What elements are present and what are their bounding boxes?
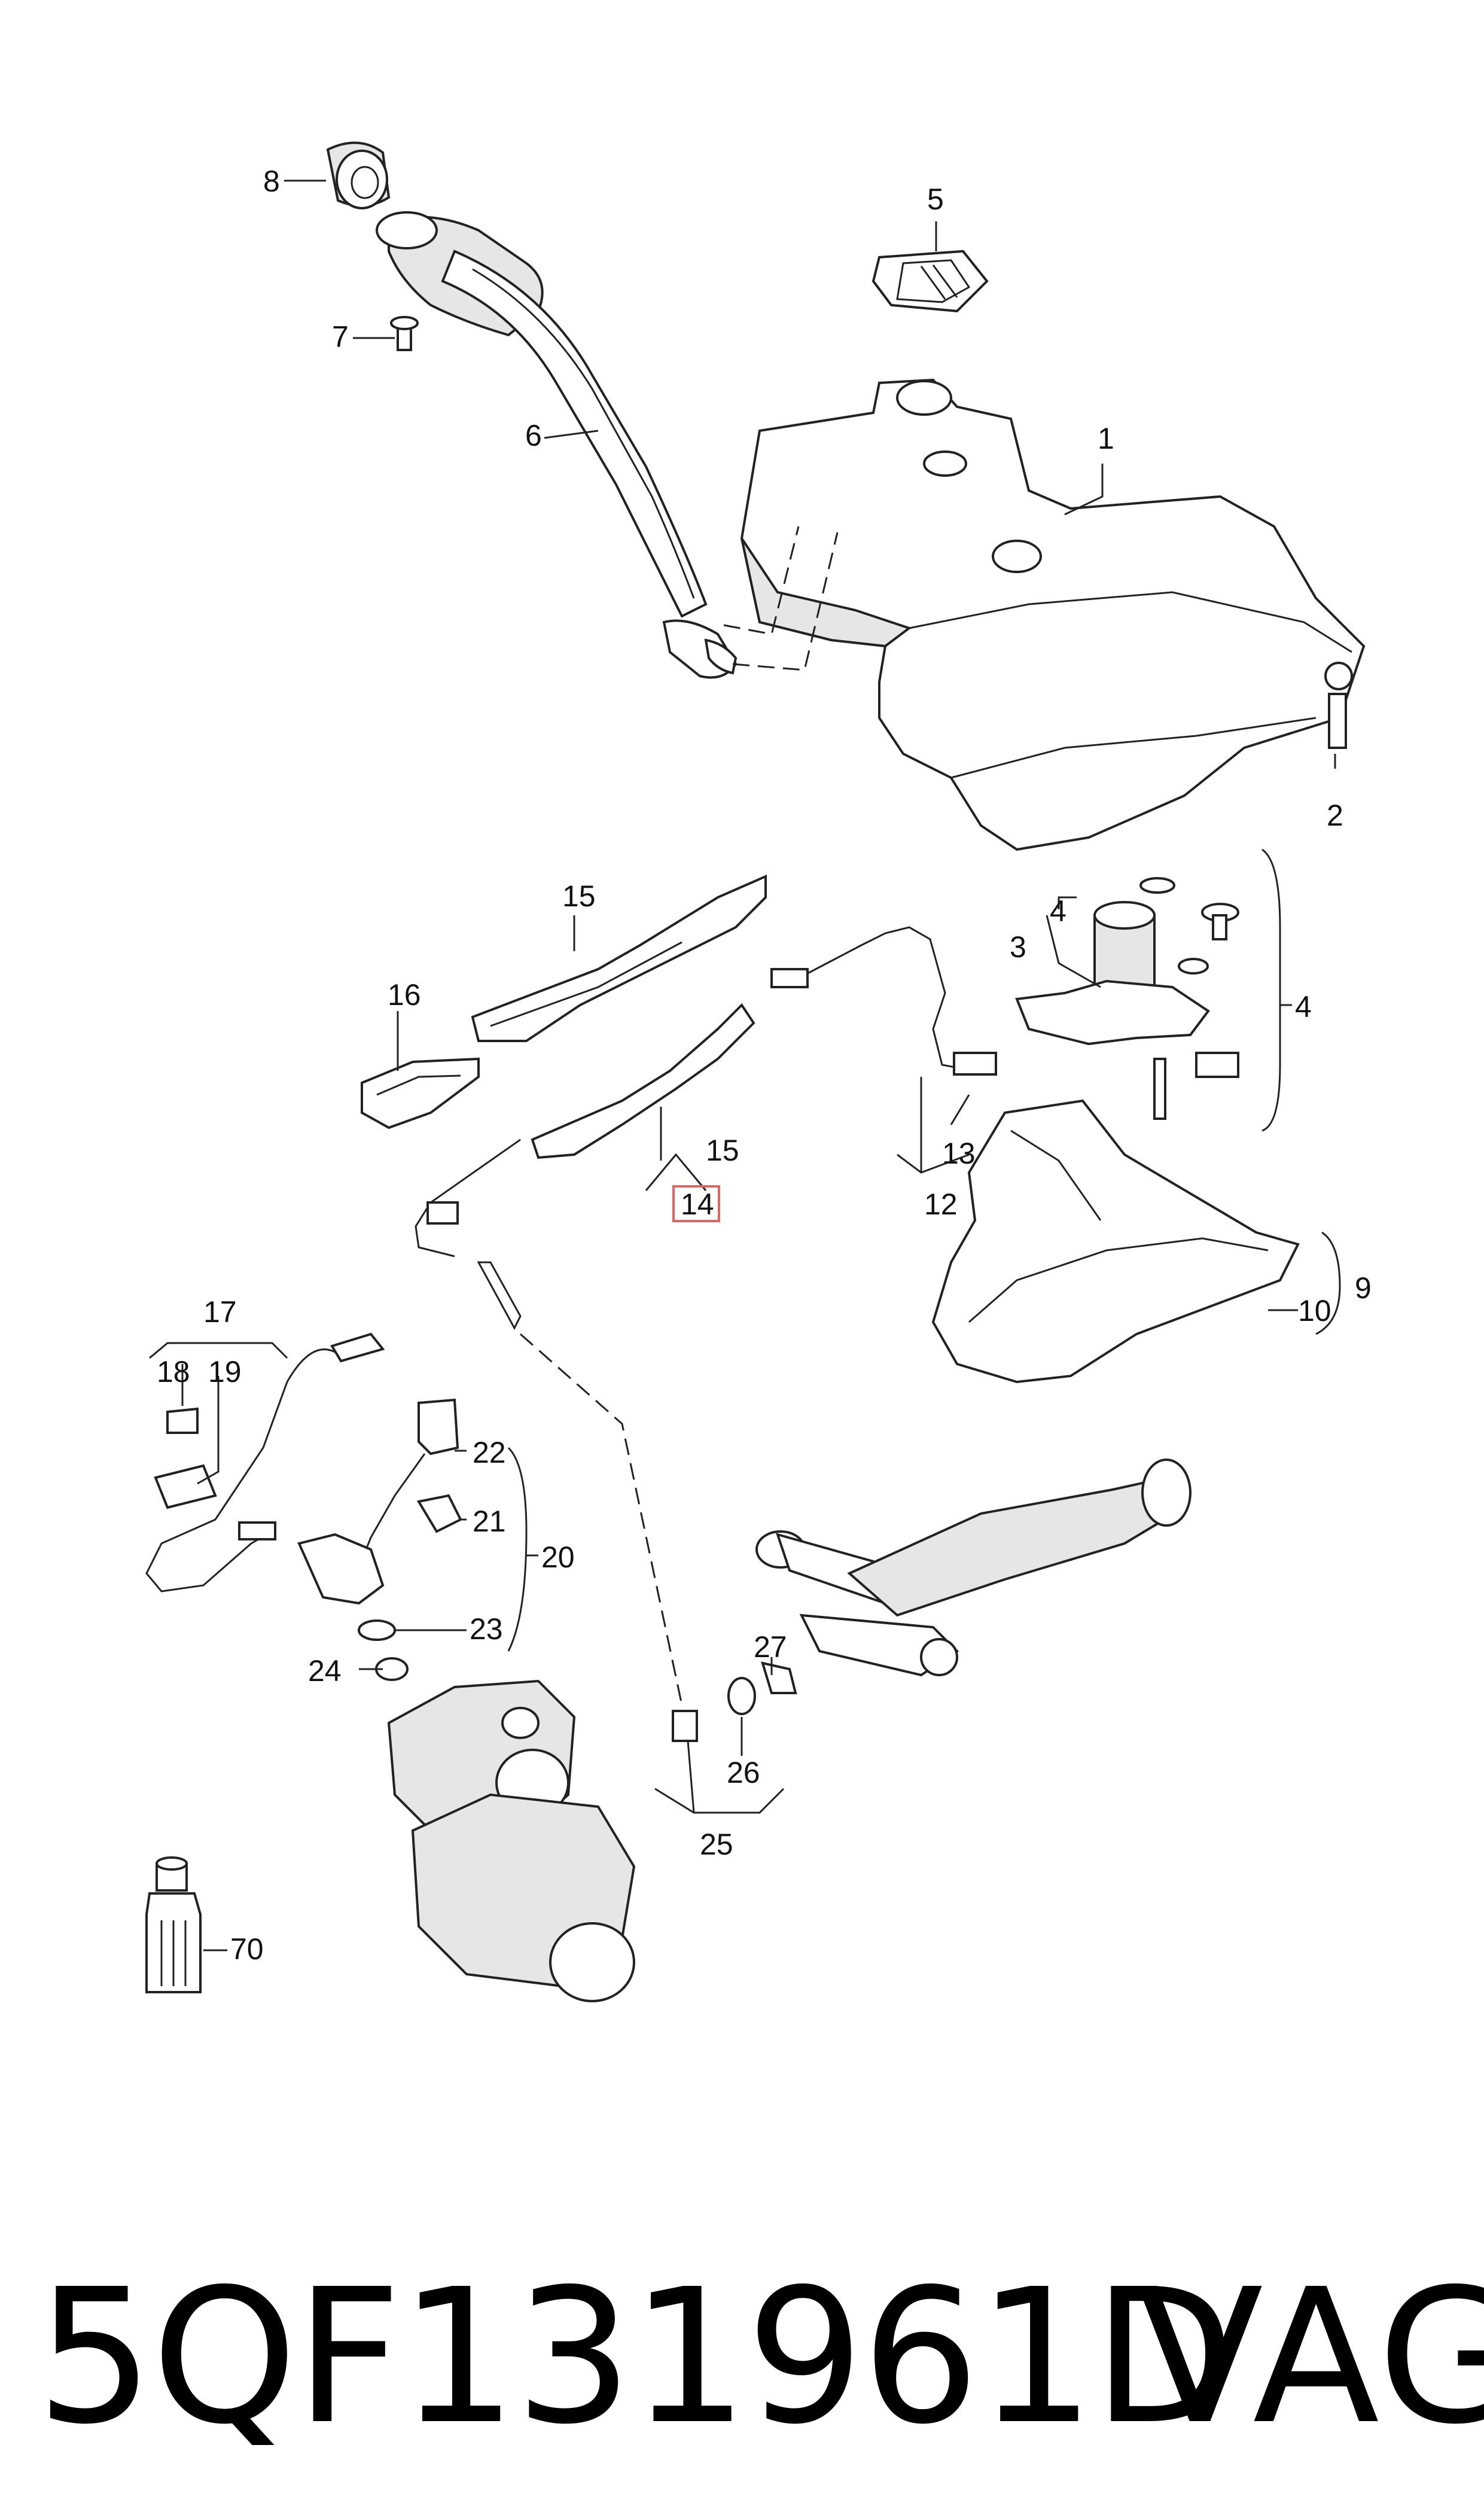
part-number: 5QF131961D bbox=[36, 2249, 1236, 2465]
filler-cap bbox=[326, 141, 391, 209]
injector-25 bbox=[520, 1333, 797, 1742]
callout-24: 24 bbox=[308, 1654, 342, 1688]
callout-23: 23 bbox=[470, 1612, 503, 1646]
adblue-tank bbox=[740, 378, 1366, 851]
callout-15a: 15 bbox=[562, 879, 596, 913]
callout-16: 16 bbox=[388, 978, 421, 1012]
callout-1: 1 bbox=[1098, 422, 1114, 455]
callout-6: 6 bbox=[525, 419, 542, 452]
nox-sensor bbox=[297, 1398, 462, 1681]
heat-shield-lower bbox=[531, 1003, 755, 1159]
callout-2: 2 bbox=[1327, 799, 1343, 832]
callout-4a: 4 bbox=[1050, 894, 1066, 928]
exhaust-pipe bbox=[755, 1459, 1192, 1677]
callout-15b: 15 bbox=[706, 1134, 739, 1167]
filler-neck-pipe bbox=[376, 211, 738, 679]
callout-27: 27 bbox=[754, 1630, 787, 1664]
assembly-line-2 bbox=[732, 532, 839, 671]
caption: 5QF131961D VAG bbox=[0, 2249, 1484, 2489]
heat-shield-upper bbox=[471, 874, 767, 1042]
callout-14: 14 bbox=[681, 1188, 714, 1221]
callout-22: 22 bbox=[473, 1436, 506, 1469]
callout-3: 3 bbox=[1010, 930, 1026, 964]
callout-18: 18 bbox=[157, 1355, 190, 1389]
leader-lines bbox=[149, 179, 1341, 1951]
callout-21: 21 bbox=[473, 1505, 506, 1538]
callout-12: 12 bbox=[924, 1188, 958, 1221]
callout-70: 70 bbox=[230, 1932, 264, 1966]
callout-17: 17 bbox=[203, 1295, 237, 1329]
brand-name: VAG bbox=[1136, 2249, 1484, 2465]
tank-tray bbox=[931, 1099, 1300, 1384]
callout-19: 19 bbox=[208, 1355, 242, 1389]
catalytic-converter bbox=[387, 1679, 636, 2002]
callout-26: 26 bbox=[727, 1756, 760, 1789]
screw-7 bbox=[390, 316, 419, 351]
callout-25: 25 bbox=[700, 1828, 733, 1861]
callout-9: 9 bbox=[1355, 1271, 1372, 1305]
callout-labels: 1 2 3 4 4 5 6 7 8 9 10 12 13 14 15 15 16… bbox=[157, 165, 1372, 1966]
connector-5 bbox=[871, 249, 989, 313]
callout-7: 7 bbox=[332, 320, 349, 354]
callout-20: 20 bbox=[541, 1540, 575, 1574]
highlight-box-14 bbox=[672, 1185, 720, 1222]
hose-17 bbox=[145, 1332, 385, 1593]
additive-bottle bbox=[145, 1856, 202, 1993]
callout-10: 10 bbox=[1298, 1294, 1331, 1327]
control-unit-16 bbox=[361, 1057, 480, 1129]
assembly-line-1 bbox=[723, 526, 800, 635]
callout-4b: 4 bbox=[1295, 990, 1312, 1024]
wire-harness bbox=[415, 926, 997, 1330]
callout-13: 13 bbox=[942, 1137, 976, 1170]
callout-8: 8 bbox=[263, 165, 280, 198]
supply-pump bbox=[1015, 877, 1239, 1120]
callout-5: 5 bbox=[927, 182, 944, 216]
